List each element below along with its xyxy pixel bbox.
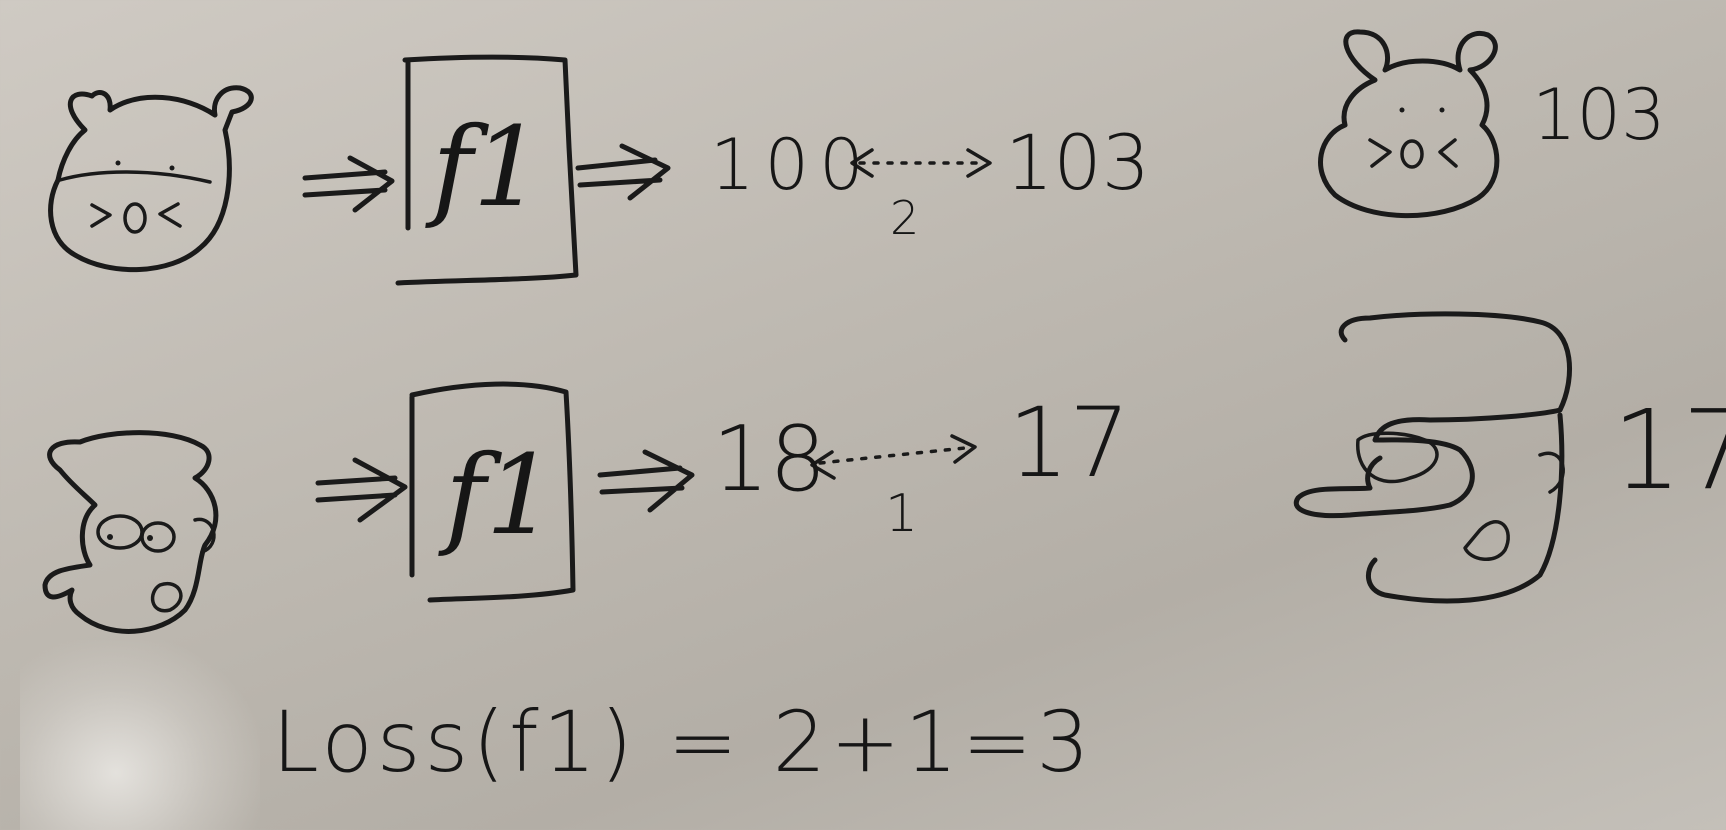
big-nose-face-right bbox=[1293, 311, 1572, 604]
row1-prediction: 100 bbox=[710, 124, 874, 206]
row2-output-arrow bbox=[597, 449, 695, 513]
row1-input-arrow bbox=[302, 155, 395, 213]
pig-drawing-left bbox=[48, 85, 254, 273]
row1-difference: 2 bbox=[890, 191, 920, 245]
row2-distance-arrow bbox=[810, 434, 977, 480]
row1-output-arrow bbox=[575, 143, 671, 201]
row2-reference-target: 17 bbox=[1612, 386, 1726, 514]
row2-target: 17 bbox=[1008, 387, 1131, 499]
pig-drawing-right bbox=[1318, 29, 1500, 219]
light-glare bbox=[20, 640, 260, 830]
row1-model-label: f1 bbox=[432, 103, 543, 231]
loss-equation: Loss(f1) = 2+1=3 bbox=[272, 693, 1094, 791]
row2-prediction: 18 bbox=[712, 407, 827, 512]
row2-input-arrow bbox=[315, 457, 408, 523]
row2-model-box bbox=[409, 381, 576, 603]
row2-model-label: f1 bbox=[445, 431, 556, 559]
row1-target: 103 bbox=[1005, 118, 1151, 207]
row1-distance-arrow bbox=[850, 148, 992, 178]
row1-reference-target: 103 bbox=[1532, 74, 1666, 156]
big-nose-face-left bbox=[42, 430, 219, 634]
row1-model-box bbox=[395, 54, 579, 286]
row2-difference: 1 bbox=[885, 484, 919, 544]
